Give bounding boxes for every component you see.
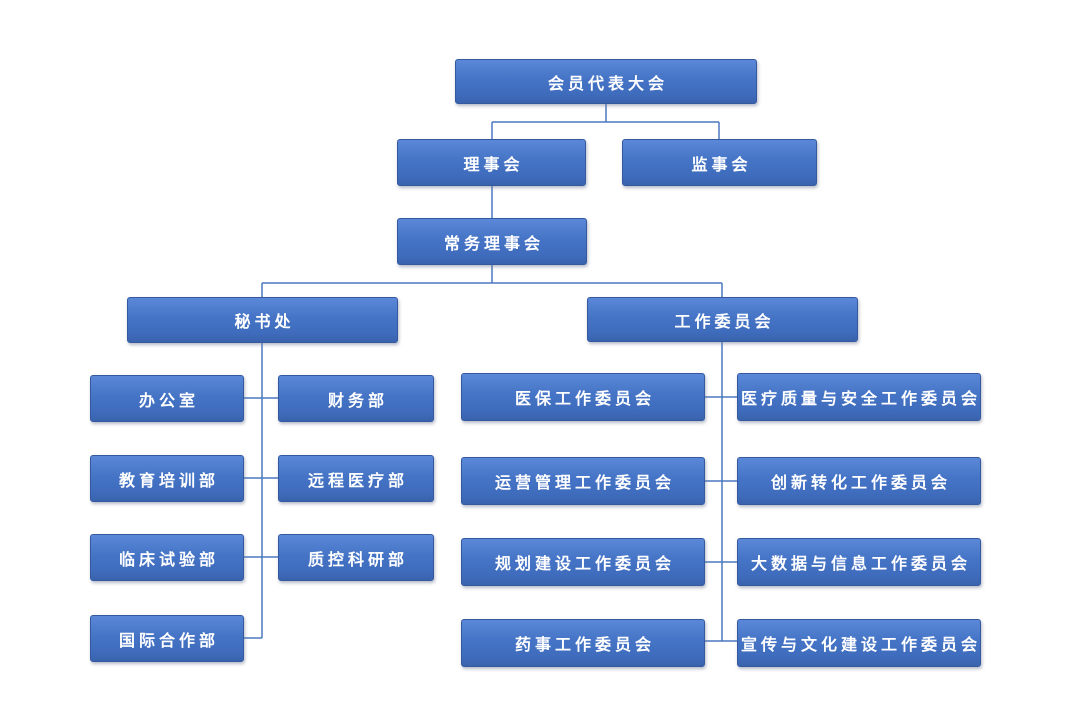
org-node-department: 财务部 <box>278 375 434 422</box>
org-node-committee: 创新转化工作委员会 <box>737 457 981 505</box>
org-node-department: 远程医疗部 <box>278 455 434 502</box>
org-node-council: 理事会 <box>397 139 586 186</box>
org-node-committee: 宣传与文化建设工作委员会 <box>737 619 981 667</box>
org-node-committee: 规划建设工作委员会 <box>461 538 705 586</box>
org-node-department: 国际合作部 <box>90 615 244 662</box>
org-node-committee: 运营管理工作委员会 <box>461 457 705 505</box>
org-node-department: 教育培训部 <box>90 455 244 502</box>
org-node-committee: 医疗质量与安全工作委员会 <box>737 373 981 421</box>
org-node-member-assembly: 会员代表大会 <box>455 59 757 104</box>
org-node-department: 临床试验部 <box>90 534 244 581</box>
org-node-secretariat: 秘书处 <box>127 297 398 343</box>
org-node-standing-council: 常务理事会 <box>397 218 587 265</box>
org-node-committee: 大数据与信息工作委员会 <box>737 538 981 586</box>
org-node-committee: 药事工作委员会 <box>461 619 705 667</box>
org-node-department: 质控科研部 <box>278 534 434 581</box>
org-node-supervisory-board: 监事会 <box>622 139 817 186</box>
org-node-department: 办公室 <box>90 375 244 422</box>
org-node-work-committee: 工作委员会 <box>587 297 858 342</box>
org-node-committee: 医保工作委员会 <box>461 373 705 421</box>
